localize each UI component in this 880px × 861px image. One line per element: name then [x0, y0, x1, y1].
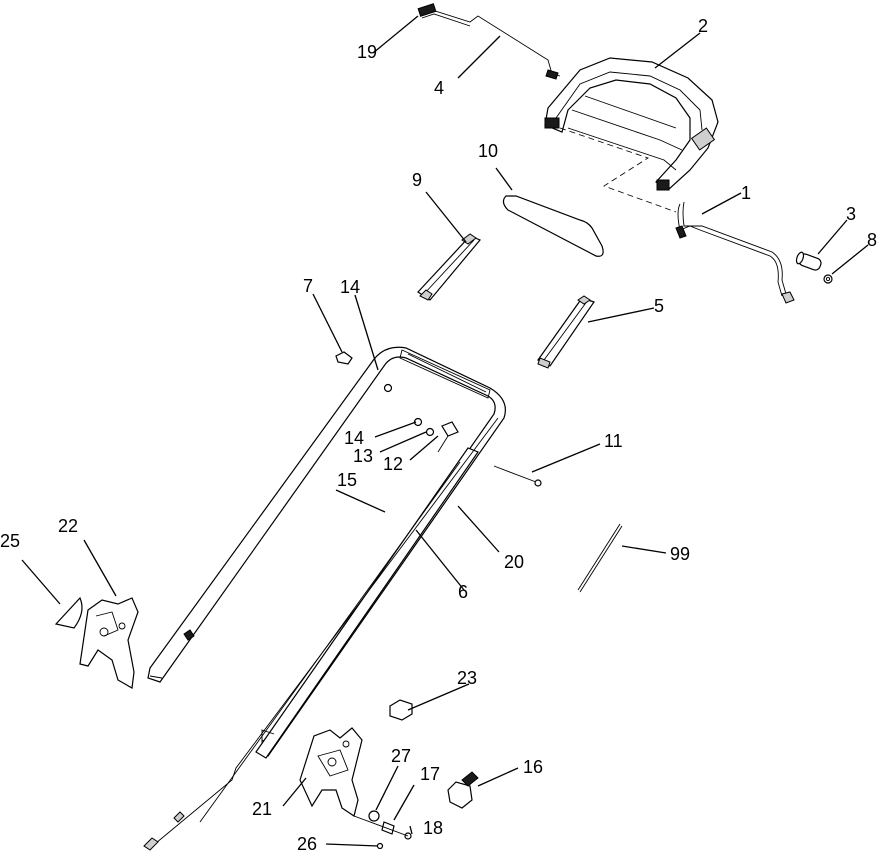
spacer-part-17	[381, 821, 395, 835]
callout-9: 9	[412, 170, 422, 190]
cover-part-25	[54, 596, 83, 629]
callout-3: 3	[846, 204, 856, 224]
nut-part-14-upper	[383, 383, 393, 393]
callout-15: 15	[337, 470, 357, 490]
control-rod-part-4	[417, 3, 561, 80]
rail-part-9	[417, 233, 481, 301]
knob-part-16	[447, 771, 479, 809]
callout-23: 23	[457, 668, 477, 688]
washer-part-13	[425, 427, 435, 437]
bolt-part-11	[493, 465, 542, 487]
rail-part-5	[537, 295, 595, 369]
leader-lines	[21, 15, 869, 847]
callout-26: 26	[297, 834, 317, 854]
callout-12: 12	[383, 454, 403, 474]
callout-7: 7	[303, 276, 313, 296]
bracket-part-22	[79, 597, 139, 689]
screw-part-26	[376, 842, 384, 850]
callout-5: 5	[654, 296, 664, 316]
callout-19: 19	[357, 42, 377, 62]
bail-handle-part-2	[544, 57, 719, 191]
callout-10: 10	[478, 141, 498, 161]
callout-22: 22	[58, 516, 78, 536]
callout-20: 20	[504, 552, 524, 572]
cable-part-15	[143, 417, 499, 851]
clip-part-7	[335, 351, 353, 365]
nut-part-8	[823, 274, 833, 284]
callout-13: 13	[353, 446, 373, 466]
callout-18: 18	[423, 818, 443, 838]
cable-part-1	[675, 201, 795, 304]
bracket-part-21	[299, 727, 363, 817]
callout-11: 11	[604, 431, 623, 451]
callout-numbers: 1 2 3 4 5 6 7 8 9 10 11 12 13 14 14 15 1…	[0, 16, 877, 854]
callout-14-lower: 14	[344, 428, 364, 448]
knob-part-23	[389, 699, 413, 721]
cable-tie-part-99	[577, 523, 623, 593]
cable-adjuster-part-3	[795, 251, 822, 271]
callout-14-upper: 14	[340, 277, 360, 297]
callout-21: 21	[252, 799, 272, 819]
cable-clamp-part-12	[437, 421, 459, 453]
callout-99: 99	[670, 544, 690, 564]
callout-17: 17	[420, 764, 440, 784]
callout-27: 27	[391, 746, 411, 766]
upper-handle-part-20	[147, 346, 506, 757]
decal-part-10	[502, 195, 604, 257]
callout-8: 8	[867, 230, 877, 250]
washer-part-27	[368, 810, 380, 822]
callout-4: 4	[434, 78, 444, 98]
callout-25: 25	[0, 531, 20, 551]
callout-16: 16	[523, 757, 543, 777]
callout-6: 6	[458, 582, 468, 602]
callout-1: 1	[741, 183, 751, 203]
callout-2: 2	[698, 16, 708, 36]
